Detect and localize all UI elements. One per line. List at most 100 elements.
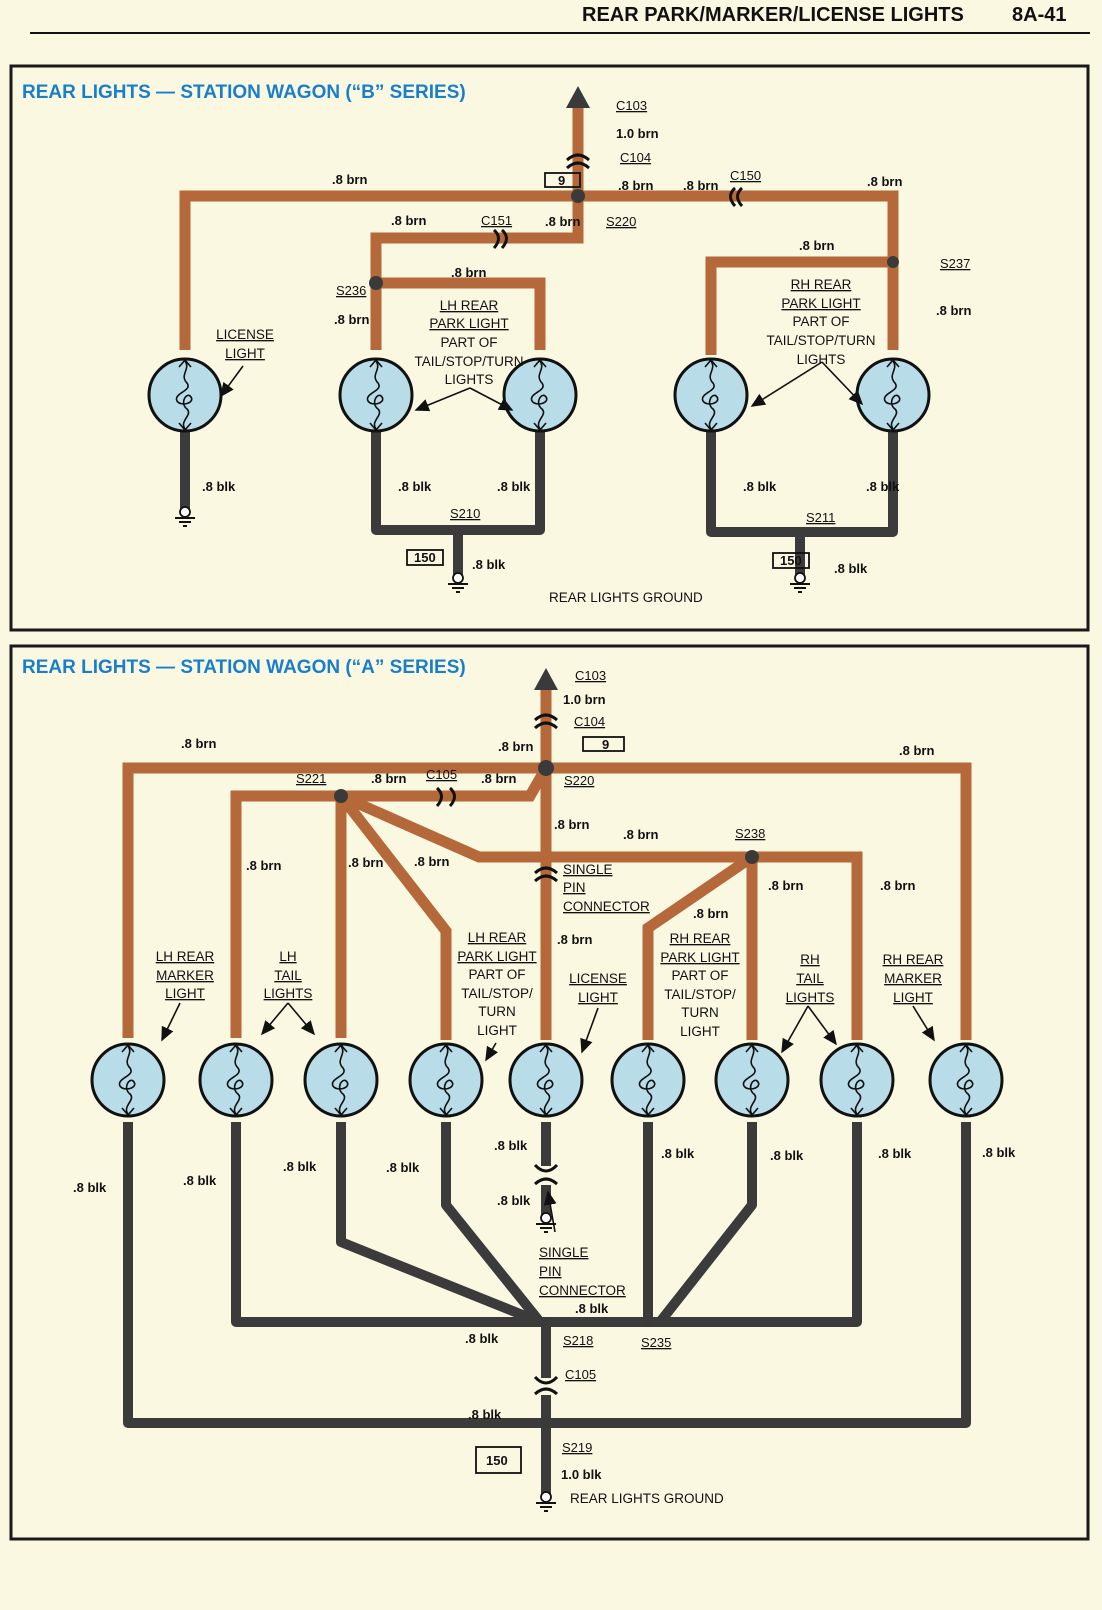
svg-text:TAIL/STOP/: TAIL/STOP/ — [664, 987, 736, 1002]
diagram-b-brown-wires — [179, 108, 899, 355]
diagram-b-rh-rear-park-label: RH REAR PARK LIGHT PART OF TAIL/STOP/TUR… — [766, 277, 875, 367]
wire-label: .8 brn — [545, 214, 580, 229]
wire-label: .8 blk — [468, 1407, 502, 1422]
svg-text:LIGHT: LIGHT — [225, 346, 265, 361]
diagram-b-feed-wire-label: 1.0 brn — [616, 126, 659, 141]
wire-label: .8 blk — [202, 479, 236, 494]
svg-text:LIGHTS: LIGHTS — [445, 372, 494, 387]
diagram-a-feed-wire-label: 1.0 brn — [563, 692, 606, 707]
diagram-a-splice-s219 — [541, 1418, 551, 1428]
diagram-a-frame — [9, 644, 1090, 1541]
diagram-a-s219-label: S219 — [562, 1440, 592, 1455]
diagram-a-license-lamp-icon — [508, 1042, 584, 1118]
diagram-a-splice-s218 — [541, 1317, 551, 1327]
wire-label: .8 brn — [683, 178, 718, 193]
diagram-a-ground-icon-license — [536, 1212, 556, 1233]
svg-text:PARK LIGHT: PARK LIGHT — [429, 316, 508, 331]
diagram-a-circuit-box-9 — [582, 736, 625, 752]
diagram-a-rh-rear-marker-label: RH REAR MARKER LIGHT — [883, 952, 944, 1005]
diagram-b-license-light-label: LICENSE LIGHT — [216, 327, 274, 361]
diagram-b-feed-arrow-icon — [566, 86, 590, 108]
diagram-a-feed-arrow-icon — [534, 668, 558, 690]
wire-label: .8 brn — [391, 213, 426, 228]
svg-text:LH: LH — [279, 949, 296, 964]
svg-text:LIGHTS: LIGHTS — [797, 352, 846, 367]
wire-label: .8 brn — [498, 739, 533, 754]
diagram-b-splice-s237 — [887, 256, 899, 268]
wire-label: .8 blk — [982, 1145, 1016, 1160]
diagram-b-s211-label: S211 — [806, 510, 835, 525]
wire-label: .8 brn — [693, 906, 728, 921]
svg-text:PART OF: PART OF — [468, 967, 525, 982]
wire-label: .8 blk — [494, 1138, 528, 1153]
diagram-b-ground-icon-rh — [790, 572, 810, 593]
diagram-a-splice-s235 — [643, 1317, 653, 1327]
svg-text:MARKER: MARKER — [156, 968, 214, 983]
svg-text:PIN: PIN — [539, 1264, 562, 1279]
svg-text:TURN: TURN — [478, 1004, 516, 1019]
wire-label: .8 blk — [770, 1148, 804, 1163]
diagram-a-lh-tail-label: LH TAIL LIGHTS — [264, 949, 313, 1001]
svg-text:LIGHT: LIGHT — [893, 990, 933, 1005]
wire-label: .8 brn — [371, 771, 406, 786]
wire-label: .8 brn — [867, 174, 902, 189]
diagram-b-splice-s220 — [571, 189, 585, 203]
diagram-a-s218-label: S218 — [563, 1333, 593, 1348]
diagram-b-c103-label: C103 — [616, 98, 647, 113]
diagram-b-lh-park-lamp-2-icon — [502, 357, 578, 433]
diagram-a-circuit-9: 9 — [602, 737, 609, 752]
wire-label: .8 blk — [866, 479, 900, 494]
svg-text:LIGHT: LIGHT — [680, 1024, 720, 1039]
diagram-b-circuit-9: 9 — [558, 173, 565, 188]
wire-label: .8 brn — [554, 817, 589, 832]
diagram-a-single-pin-connector-label-top: SINGLE PIN CONNECTOR — [563, 862, 650, 914]
wire-label: .8 blk — [465, 1331, 499, 1346]
svg-text:PART OF: PART OF — [440, 335, 497, 350]
page-number: 8A-41 — [1012, 4, 1066, 26]
wire-label: .8 blk — [472, 557, 506, 572]
wire-label: .8 blk — [834, 561, 868, 576]
diagram-a-connector-c105-black — [533, 1375, 559, 1396]
svg-text:RH REAR: RH REAR — [670, 931, 731, 946]
diagram-b-series: REAR LIGHTS — STATION WAGON (“B” SERIES) — [9, 64, 1090, 632]
wire-label: .8 blk — [183, 1173, 217, 1188]
wire-label: .8 blk — [398, 479, 432, 494]
wire-label: .8 blk — [386, 1160, 420, 1175]
diagram-a-ground-feed-label: 1.0 blk — [561, 1467, 602, 1482]
diagram-a-pointers — [161, 1002, 935, 1233]
diagram-b-circuit-150-rh: 150 — [780, 553, 802, 568]
svg-text:PARK LIGHT: PARK LIGHT — [660, 950, 739, 965]
diagram-a-rh-park-lamp-icon — [610, 1042, 686, 1118]
diagram-b-circuit-box-150-lh — [406, 549, 444, 566]
wire-label: .8 blk — [661, 1146, 695, 1161]
svg-text:PIN: PIN — [563, 880, 586, 895]
wire-label: .8 blk — [497, 1193, 531, 1208]
svg-text:TAIL: TAIL — [274, 968, 302, 983]
wire-label: .8 brn — [623, 827, 658, 842]
wire-label: .8 blk — [743, 479, 777, 494]
diagram-a-lh-rear-marker-label: LH REAR MARKER LIGHT — [156, 949, 215, 1001]
diagram-a-single-pin-connector-black — [533, 1163, 559, 1186]
wire-label: .8 brn — [799, 238, 834, 253]
diagram-b-rh-park-lamp-2-icon — [855, 357, 931, 433]
diagram-b-connector-c151 — [492, 228, 508, 250]
svg-text:PARK LIGHT: PARK LIGHT — [781, 296, 860, 311]
diagram-a-c103-label: C103 — [575, 668, 606, 683]
wire-label: .8 blk — [497, 479, 531, 494]
diagram-a-splice-s220 — [538, 760, 554, 776]
wire-label: .8 brn — [246, 858, 281, 873]
svg-text:LH REAR: LH REAR — [468, 930, 527, 945]
wire-label: .8 brn — [334, 312, 369, 327]
svg-text:SINGLE: SINGLE — [539, 1245, 589, 1260]
svg-text:TAIL/STOP/: TAIL/STOP/ — [461, 986, 533, 1001]
diagram-a-c105-black-label: C105 — [565, 1367, 596, 1382]
diagram-b-ground-icon-license — [175, 506, 195, 527]
diagram-a-connector-c105-brown — [435, 786, 456, 808]
diagram-a-lh-tail-lamp-2-icon — [303, 1042, 379, 1118]
diagram-a-s238-label: S238 — [735, 826, 765, 841]
svg-text:TAIL: TAIL — [796, 971, 824, 986]
svg-text:TAIL/STOP/TURN: TAIL/STOP/TURN — [414, 354, 523, 369]
wire-label: .8 brn — [557, 932, 592, 947]
svg-text:CONNECTOR: CONNECTOR — [539, 1283, 626, 1298]
diagram-a-ground-icon-main — [536, 1491, 556, 1512]
